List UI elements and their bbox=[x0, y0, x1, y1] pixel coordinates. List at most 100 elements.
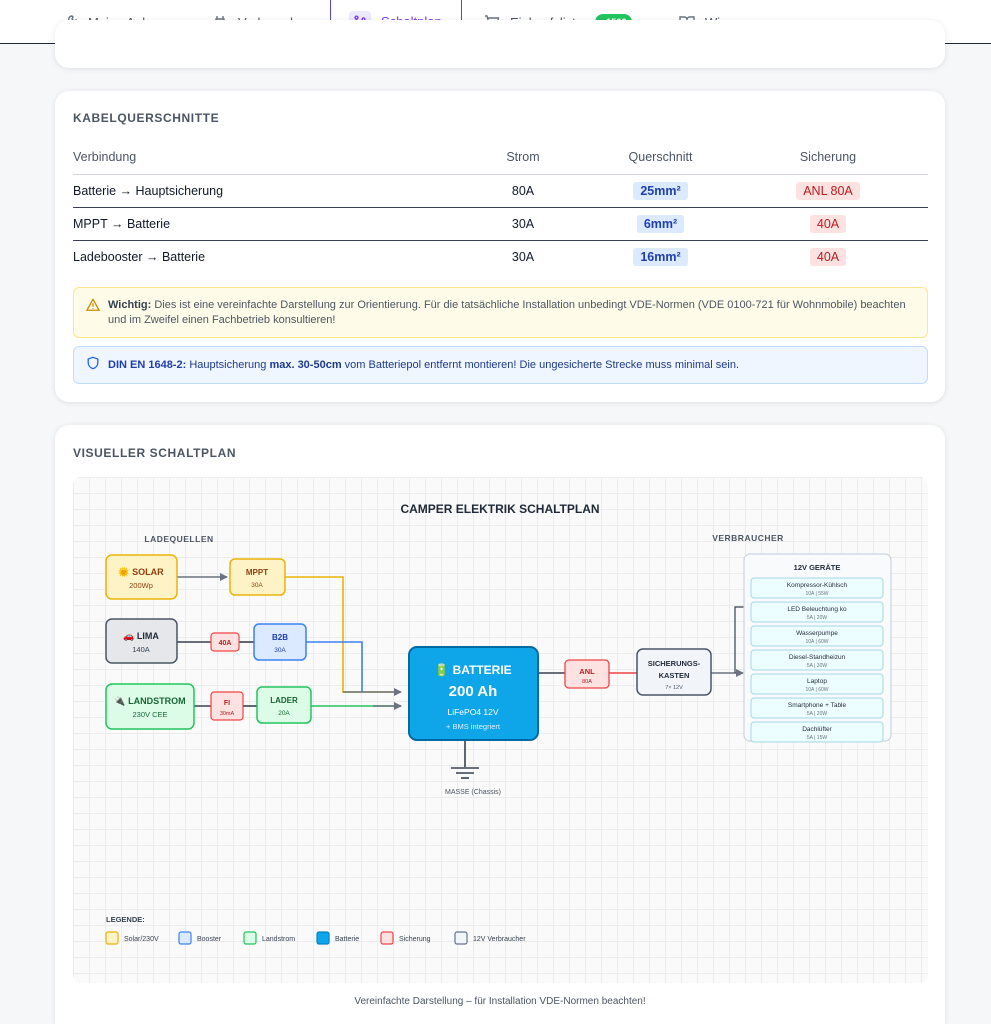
warning-icon bbox=[85, 297, 101, 327]
landstrom-title: 🔌 LANDSTROM bbox=[114, 695, 185, 706]
fusebox-line1: SICHERUNGS- bbox=[648, 659, 701, 668]
warning-bold: Wichtig: bbox=[108, 299, 152, 311]
device-name: LED Beleuchtung ko bbox=[787, 606, 847, 613]
fusebox-line2: KASTEN bbox=[659, 671, 690, 680]
col-header: Querschnitt bbox=[593, 141, 728, 175]
landstrom-sub: 230V CEE bbox=[132, 710, 167, 719]
section-badge: 25mm² bbox=[633, 181, 688, 200]
legend-label: 12V Verbraucher bbox=[473, 936, 526, 943]
wire-b2b-battery bbox=[306, 641, 363, 692]
col-header: Strom bbox=[453, 141, 593, 175]
table-row: Batterie → Hauptsicherung 80A 25mm² ANL … bbox=[73, 174, 928, 208]
b2b-fuse-box bbox=[210, 632, 240, 652]
battery-capacity: 200 Ah bbox=[449, 683, 498, 700]
fi-sub: 30mA bbox=[220, 711, 235, 717]
device-spec: 10A | 55W bbox=[806, 591, 829, 597]
section-badge: 6mm² bbox=[636, 214, 685, 233]
plug-icon bbox=[212, 14, 228, 30]
legend-swatch bbox=[178, 931, 192, 945]
device-item bbox=[750, 625, 884, 647]
b2b-title: B2B bbox=[272, 633, 288, 642]
legend-title: LEGENDE: bbox=[106, 915, 145, 924]
b2b-box bbox=[253, 623, 307, 661]
shield-icon bbox=[86, 356, 100, 375]
schematic-caption: Vereinfachte Darstellung – für Installat… bbox=[354, 996, 646, 1007]
table-row: Ladebooster → Batterie 30A 16mm² 40A bbox=[73, 240, 928, 273]
sources-label: LADEQUELLEN bbox=[144, 534, 213, 544]
device-name: Wasserpumpe bbox=[796, 630, 838, 637]
lima-sub: 140A bbox=[132, 645, 150, 654]
legend-label: Batterie bbox=[335, 936, 359, 943]
din-distance: max. 30-50cm bbox=[269, 358, 342, 371]
cable-table: Verbindung Strom Querschnitt Sicherung B… bbox=[73, 141, 928, 273]
b2b-sub: 30A bbox=[274, 647, 286, 654]
lima-box bbox=[105, 618, 178, 664]
device-spec: 10A | 60W bbox=[806, 639, 829, 645]
connection-cell: MPPT → Batterie bbox=[73, 207, 453, 241]
schematic-canvas: CAMPER ELEKTRIK SCHALTPLAN LADEQUELLEN V… bbox=[73, 477, 928, 983]
device-item bbox=[750, 649, 884, 671]
legend-swatch bbox=[105, 931, 119, 945]
device-name: Laptop bbox=[807, 678, 827, 685]
device-spec: 5A | 30W bbox=[807, 663, 827, 669]
fuse-badge: 40A bbox=[809, 214, 847, 233]
cable-card: KABELQUERSCHNITTE Verbindung Strom Quers… bbox=[55, 91, 945, 402]
section-title: KABELQUERSCHNITTE bbox=[73, 111, 220, 125]
col-header: Verbindung bbox=[73, 141, 453, 175]
din-text-2: vom Batteriepol entfernt montieren! Die … bbox=[341, 358, 740, 371]
devices-title: 12V GERÄTE bbox=[794, 563, 841, 572]
battery-type: LiFePO4 12V bbox=[447, 707, 498, 717]
wires bbox=[177, 573, 749, 767]
din-info-note: DIN EN 1648-2: Hauptsicherung max. 30-50… bbox=[73, 346, 928, 384]
table-row: MPPT → Batterie 30A 6mm² 40A bbox=[73, 207, 928, 241]
device-spec: 10A | 60W bbox=[806, 687, 829, 693]
device-spec: 5A | 20W bbox=[807, 615, 827, 621]
legend-swatch bbox=[243, 931, 257, 945]
device-name: Dachlüfter bbox=[802, 726, 832, 733]
current-cell: 30A bbox=[453, 207, 593, 241]
din-bold: DIN EN 1648-2: bbox=[108, 358, 187, 371]
b2b-fuse-label: 40A bbox=[219, 640, 232, 647]
lima-title: 🚗 LIMA bbox=[123, 631, 159, 641]
current-cell: 30A bbox=[511, 249, 535, 264]
table-header: Verbindung Strom Querschnitt Sicherung bbox=[73, 141, 928, 175]
connection-cell: Batterie → Hauptsicherung bbox=[73, 174, 453, 208]
lader-box bbox=[256, 686, 312, 724]
solar-title: 🌞 SOLAR bbox=[118, 566, 164, 578]
legend-label: Solar/230V bbox=[124, 936, 159, 943]
battery-title: 🔋 BATTERIE bbox=[434, 663, 511, 677]
solar-box bbox=[105, 554, 178, 600]
schematic-svg: CAMPER ELEKTRIK SCHALTPLAN LADEQUELLEN V… bbox=[105, 502, 892, 945]
fusebox-sub: 7× 12V bbox=[665, 685, 683, 691]
lader-sub: 20A bbox=[278, 710, 290, 717]
section-badge: 16mm² bbox=[633, 247, 688, 266]
device-item bbox=[750, 577, 884, 599]
fi-title: FI bbox=[224, 700, 230, 707]
warning-text: Dies ist eine vereinfachte Darstellung z… bbox=[108, 299, 906, 326]
ground-symbol bbox=[451, 767, 479, 779]
device-item bbox=[750, 721, 884, 743]
device-spec: 5A | 20W bbox=[807, 711, 827, 717]
device-name: Kompressor-Kühlsch bbox=[787, 582, 848, 589]
lader-title: LADER bbox=[270, 696, 298, 705]
warning-note: Wichtig: Dies ist eine vereinfachte Dars… bbox=[73, 287, 928, 338]
mppt-box bbox=[229, 558, 286, 596]
legend-label: Booster bbox=[197, 936, 222, 943]
device-name: Diesel-Standheizun bbox=[789, 654, 846, 661]
fusebox bbox=[636, 648, 712, 696]
device-item bbox=[750, 697, 884, 719]
device-item bbox=[750, 673, 884, 695]
din-text: Hauptsicherung bbox=[186, 358, 270, 371]
schematic-card: VISUELLER SCHALTPLAN CAMPER ELEKTRIK SCH… bbox=[55, 425, 945, 1024]
solar-sub: 200Wp bbox=[129, 581, 153, 590]
previous-card bbox=[55, 20, 945, 68]
legend-swatch bbox=[380, 931, 394, 945]
device-name: Smartphone + Table bbox=[788, 702, 847, 709]
connection-cell: Ladebooster → Batterie bbox=[73, 249, 206, 264]
consumers-label: VERBRAUCHER bbox=[712, 533, 784, 543]
battery-box bbox=[408, 646, 539, 741]
device-spec: 5A | 15W bbox=[807, 735, 827, 741]
anl-sub: 80A bbox=[582, 679, 592, 685]
battery-bms: + BMS integriert bbox=[446, 722, 501, 731]
